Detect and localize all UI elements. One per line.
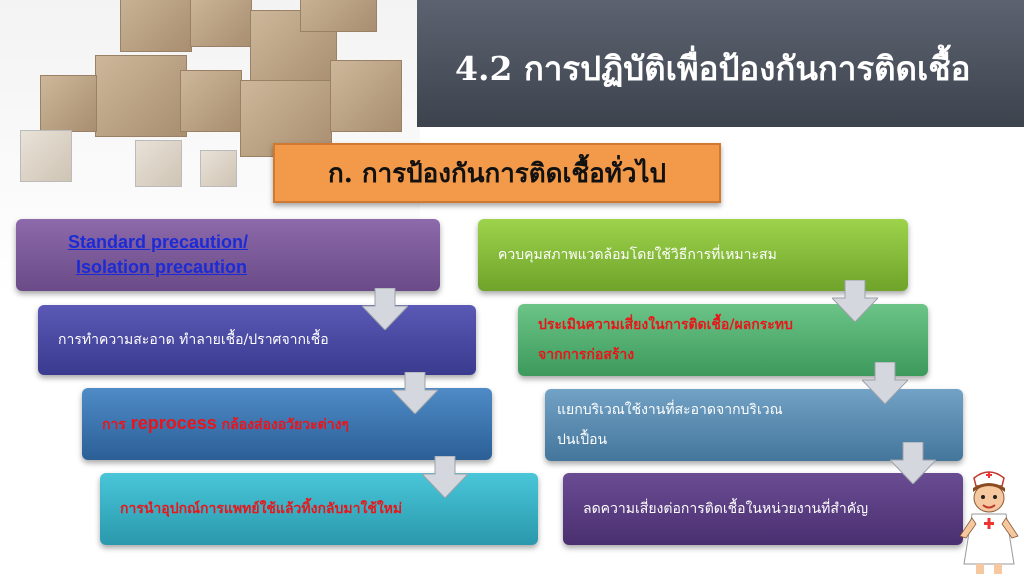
down-arrow-icon bbox=[422, 456, 468, 498]
right-step-3-line2: ปนเปื้อน bbox=[557, 432, 608, 448]
left-step-4-text: การนำอุปกณ์การแพทย์ใช้แล้วทิ้งกลับมาใช้ใ… bbox=[120, 501, 403, 517]
right-step-3: แยกบริเวณใช้งานที่สะอาดจากบริเวณ ปนเปื้อ… bbox=[545, 389, 963, 461]
right-step-1: ควบคุมสภาพแวดล้อมโดยใช้วิธีการที่เหมาะสม bbox=[478, 219, 908, 291]
subtitle-box: ก. การป้องกันการติดเชื้อทั่วไป bbox=[273, 143, 721, 203]
left-step-1: Standard precaution/ Isolation precautio… bbox=[16, 219, 440, 291]
down-arrow-icon bbox=[862, 362, 908, 404]
right-step-2-line1: ประเมินความเสี่ยงในการติดเชื้อ/ผลกระทบ bbox=[538, 317, 793, 333]
down-arrow-icon bbox=[890, 442, 936, 484]
left-step-2: การทำความสะอาด ทำลายเชื้อ/ปราศจากเชื้อ bbox=[38, 305, 476, 375]
right-step-1-text: ควบคุมสภาพแวดล้อมโดยใช้วิธีการที่เหมาะสม bbox=[498, 247, 777, 263]
subtitle: ก. การป้องกันการติดเชื้อทั่วไป bbox=[327, 158, 667, 189]
header-bar bbox=[417, 0, 1024, 127]
left-step-3-suffix: กล้องส่องอวัยวะต่างๆ bbox=[216, 416, 349, 433]
right-step-3-line1: แยกบริเวณใช้งานที่สะอาดจากบริเวณ bbox=[557, 402, 783, 418]
right-step-4: ลดความเสี่ยงต่อการติดเชื้อในหน่วยงานที่ส… bbox=[563, 473, 963, 545]
down-arrow-icon bbox=[832, 280, 878, 322]
standard-precaution-link[interactable]: Standard precaution/ bbox=[68, 232, 249, 252]
reprocess-highlight: reprocess bbox=[130, 412, 217, 433]
left-step-3-prefix: การ bbox=[102, 416, 131, 433]
page-title: 4.2 การปฏิบัติเพื่อป้องกันการติดเชื้อ bbox=[455, 49, 971, 88]
down-arrow-icon bbox=[392, 372, 438, 414]
nurse-cartoon-icon bbox=[959, 471, 1019, 574]
isolation-precaution-link[interactable]: Isolation precaution bbox=[76, 257, 248, 277]
down-arrow-icon bbox=[362, 288, 408, 330]
right-step-2-line2: จากการก่อสร้าง bbox=[538, 347, 635, 363]
left-step-4: การนำอุปกณ์การแพทย์ใช้แล้วทิ้งกลับมาใช้ใ… bbox=[100, 473, 538, 545]
left-step-3-text: การ reprocess กล้องส่องอวัยวะต่างๆ bbox=[102, 413, 349, 436]
right-step-4-text: ลดความเสี่ยงต่อการติดเชื้อในหน่วยงานที่ส… bbox=[583, 501, 869, 517]
left-step-2-text: การทำความสะอาด ทำลายเชื้อ/ปราศจากเชื้อ bbox=[58, 332, 329, 348]
